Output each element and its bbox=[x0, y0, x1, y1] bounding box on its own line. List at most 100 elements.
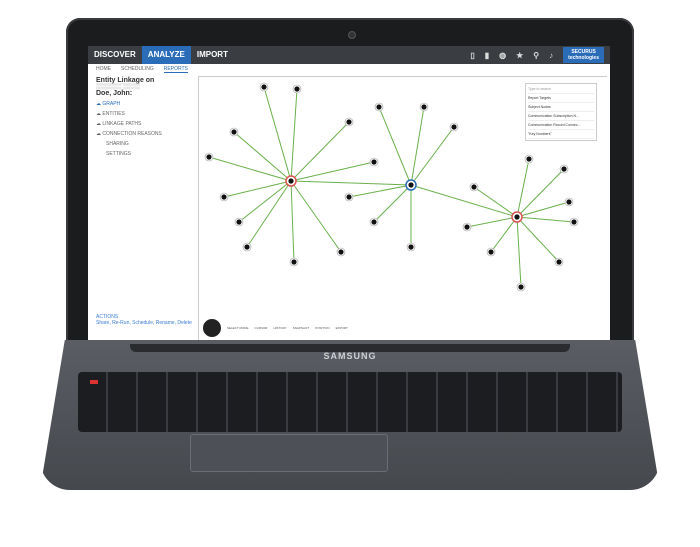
actions: ACTIONS Share, Re-Run, Schedule, Rename,… bbox=[96, 314, 192, 326]
nav-connection-reasons[interactable]: ☁ CONNECTION REASONS bbox=[96, 131, 162, 137]
person-icon bbox=[408, 182, 414, 188]
nav-settings[interactable]: SETTINGS bbox=[106, 151, 132, 157]
tool-position[interactable]: POSITION bbox=[315, 326, 330, 330]
person-icon bbox=[464, 224, 470, 230]
person-icon bbox=[338, 249, 344, 255]
person-icon bbox=[291, 259, 297, 265]
subnav-home[interactable]: HOME bbox=[96, 66, 111, 72]
graph-edge bbox=[516, 216, 522, 288]
graph-edge bbox=[223, 180, 292, 198]
report-sidebar: Entity Linkage on ▒▒▒▒▒▒ ▒▒▒▒ Doe, John:… bbox=[88, 74, 196, 340]
screen: DISCOVER ANALYZE IMPORT ▯ ▮ ◍ ★ ⚲ ♪ SECU… bbox=[88, 46, 610, 340]
person-icon bbox=[371, 219, 377, 225]
pan-control[interactable] bbox=[203, 319, 221, 337]
subnav-reports[interactable]: REPORTS bbox=[163, 66, 188, 73]
top-nav: DISCOVER ANALYZE IMPORT ▯ ▮ ◍ ★ ⚲ ♪ SECU… bbox=[88, 46, 610, 64]
graph-edge bbox=[410, 126, 455, 186]
star-icon[interactable]: ★ bbox=[516, 50, 524, 60]
tab-import[interactable]: IMPORT bbox=[196, 50, 228, 59]
graph-edge bbox=[410, 106, 425, 186]
nav-sharing[interactable]: SHARING bbox=[106, 141, 129, 147]
graph-canvas[interactable] bbox=[199, 77, 607, 340]
person-icon bbox=[261, 84, 267, 90]
person-icon bbox=[514, 214, 520, 220]
person-icon bbox=[561, 166, 567, 172]
legend-item[interactable]: Communication Record Connec... bbox=[528, 121, 594, 130]
graph-edge bbox=[348, 184, 412, 198]
keyboard bbox=[78, 372, 622, 432]
tool-cursor[interactable]: CURSOR bbox=[254, 326, 268, 330]
hinge bbox=[130, 344, 570, 352]
nav-entities[interactable]: ☁ ENTITIES bbox=[96, 111, 125, 117]
graph-toolbar: SELECT MODE CURSOR HISTORY SNAPSHOT POSI… bbox=[203, 319, 348, 337]
bell-icon[interactable]: ♪ bbox=[549, 50, 554, 60]
tool-select-mode[interactable]: SELECT MODE bbox=[227, 326, 249, 330]
tool-export[interactable]: EXPORT bbox=[335, 326, 348, 330]
graph-edge bbox=[516, 168, 565, 218]
graph-edge bbox=[490, 216, 518, 253]
subnav-scheduling[interactable]: SCHEDULING bbox=[121, 66, 154, 72]
person-icon bbox=[376, 104, 382, 110]
tab-discover[interactable]: DISCOVER bbox=[94, 50, 136, 59]
graph-edge bbox=[290, 180, 342, 253]
person-icon bbox=[221, 194, 227, 200]
report-subject: Doe, John: bbox=[96, 90, 133, 97]
graph-edge bbox=[466, 216, 518, 228]
legend-item[interactable]: Communication Subscription N... bbox=[528, 112, 594, 121]
graph-edge bbox=[378, 106, 412, 186]
actions-title: ACTIONS bbox=[96, 314, 119, 320]
person-icon bbox=[294, 86, 300, 92]
legend-search[interactable]: Type to search bbox=[528, 85, 594, 94]
person-icon bbox=[231, 129, 237, 135]
graph-edge bbox=[516, 216, 560, 263]
webcam bbox=[348, 31, 356, 39]
legend-item[interactable]: Subject Nodes bbox=[528, 103, 594, 112]
person-icon bbox=[346, 119, 352, 125]
person-icon bbox=[244, 244, 250, 250]
legend-item[interactable]: Report Targets bbox=[528, 94, 594, 103]
graph-edge bbox=[238, 180, 292, 223]
graph-edge bbox=[473, 186, 518, 218]
graph-edge bbox=[516, 201, 570, 218]
legend: Type to search Report Targets Subject No… bbox=[525, 83, 597, 141]
person-icon bbox=[408, 244, 414, 250]
nav-graph[interactable]: ☁ GRAPH bbox=[96, 101, 121, 107]
graph-edge bbox=[208, 156, 292, 182]
graph-edge bbox=[290, 180, 295, 263]
linkage-graph[interactable]: Type to search Report Targets Subject No… bbox=[198, 76, 607, 340]
trackpad bbox=[190, 434, 388, 472]
graph-edge bbox=[233, 131, 292, 182]
actions-links[interactable]: Share, Re-Run, Schedule, Rename, Delete bbox=[96, 320, 192, 326]
search-icon[interactable]: ⚲ bbox=[533, 50, 540, 60]
graph-edge bbox=[290, 180, 412, 186]
nav-linkage-paths[interactable]: ☁ LINKAGE PATHS bbox=[96, 121, 142, 127]
clipboard-icon[interactable]: ▮ bbox=[484, 50, 490, 60]
person-icon bbox=[566, 199, 572, 205]
globe-icon[interactable]: ◍ bbox=[499, 50, 507, 60]
graph-edge bbox=[516, 158, 530, 218]
redacted-text: ▒▒▒▒▒▒ ▒▒▒▒ bbox=[96, 84, 141, 90]
power-key bbox=[90, 380, 98, 384]
document-icon[interactable]: ▯ bbox=[470, 50, 475, 60]
legend-item[interactable]: "Key Numbers" bbox=[528, 130, 594, 139]
graph-edge bbox=[290, 161, 375, 182]
person-icon bbox=[556, 259, 562, 265]
person-icon bbox=[421, 104, 427, 110]
person-icon bbox=[518, 284, 524, 290]
person-icon bbox=[488, 249, 494, 255]
person-icon bbox=[526, 156, 532, 162]
person-icon bbox=[346, 194, 352, 200]
tab-analyze[interactable]: ANALYZE bbox=[141, 46, 191, 64]
tool-history[interactable]: HISTORY bbox=[273, 326, 287, 330]
person-icon bbox=[288, 178, 294, 184]
person-icon bbox=[451, 124, 457, 130]
brand-label: SAMSUNG bbox=[323, 351, 377, 361]
tool-snapshot[interactable]: SNAPSHOT bbox=[292, 326, 310, 330]
person-icon bbox=[571, 219, 577, 225]
graph-edge bbox=[246, 180, 292, 248]
person-icon bbox=[206, 154, 212, 160]
graph-edge bbox=[263, 86, 292, 182]
graph-edge bbox=[290, 121, 350, 182]
person-icon bbox=[371, 159, 377, 165]
